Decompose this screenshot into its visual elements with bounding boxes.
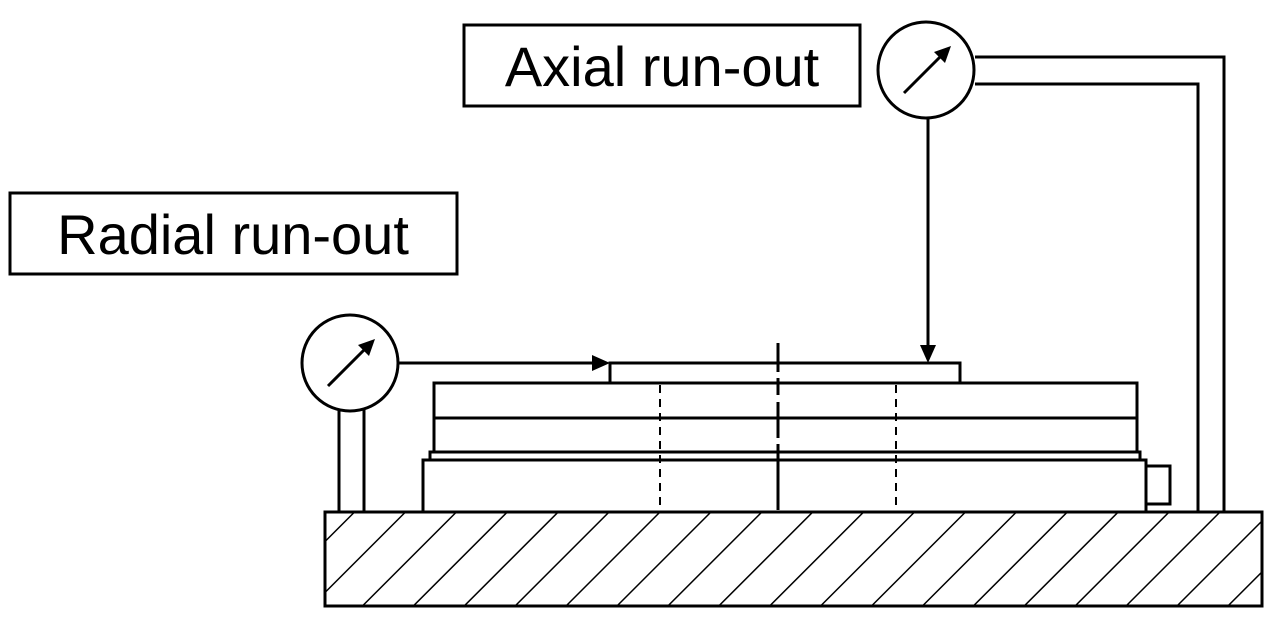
- table-ring: [432, 416, 1139, 454]
- axial-probe-arrow: [920, 118, 936, 363]
- dial-gauge-icon: [300, 313, 400, 413]
- hidden-edges: [659, 385, 897, 510]
- side-connector: [1144, 464, 1172, 506]
- dial-gauge-icon: [876, 20, 976, 120]
- radial-gauge-stand: [337, 404, 366, 512]
- axial-run-out-text: Axial run-out: [505, 35, 820, 98]
- axial-run-out-label: Axial run-out: [462, 23, 862, 108]
- axial-gauge-stand: [975, 55, 1226, 512]
- table-top-plate: [432, 381, 1139, 420]
- test-disk: [608, 361, 962, 385]
- radial-run-out-text: Radial run-out: [57, 203, 409, 266]
- rotary-table: [421, 361, 1172, 514]
- base-plate: [323, 510, 1264, 608]
- radial-run-out-label: Radial run-out: [8, 191, 459, 276]
- radial-probe-arrow: [398, 355, 610, 371]
- table-housing: [421, 458, 1148, 514]
